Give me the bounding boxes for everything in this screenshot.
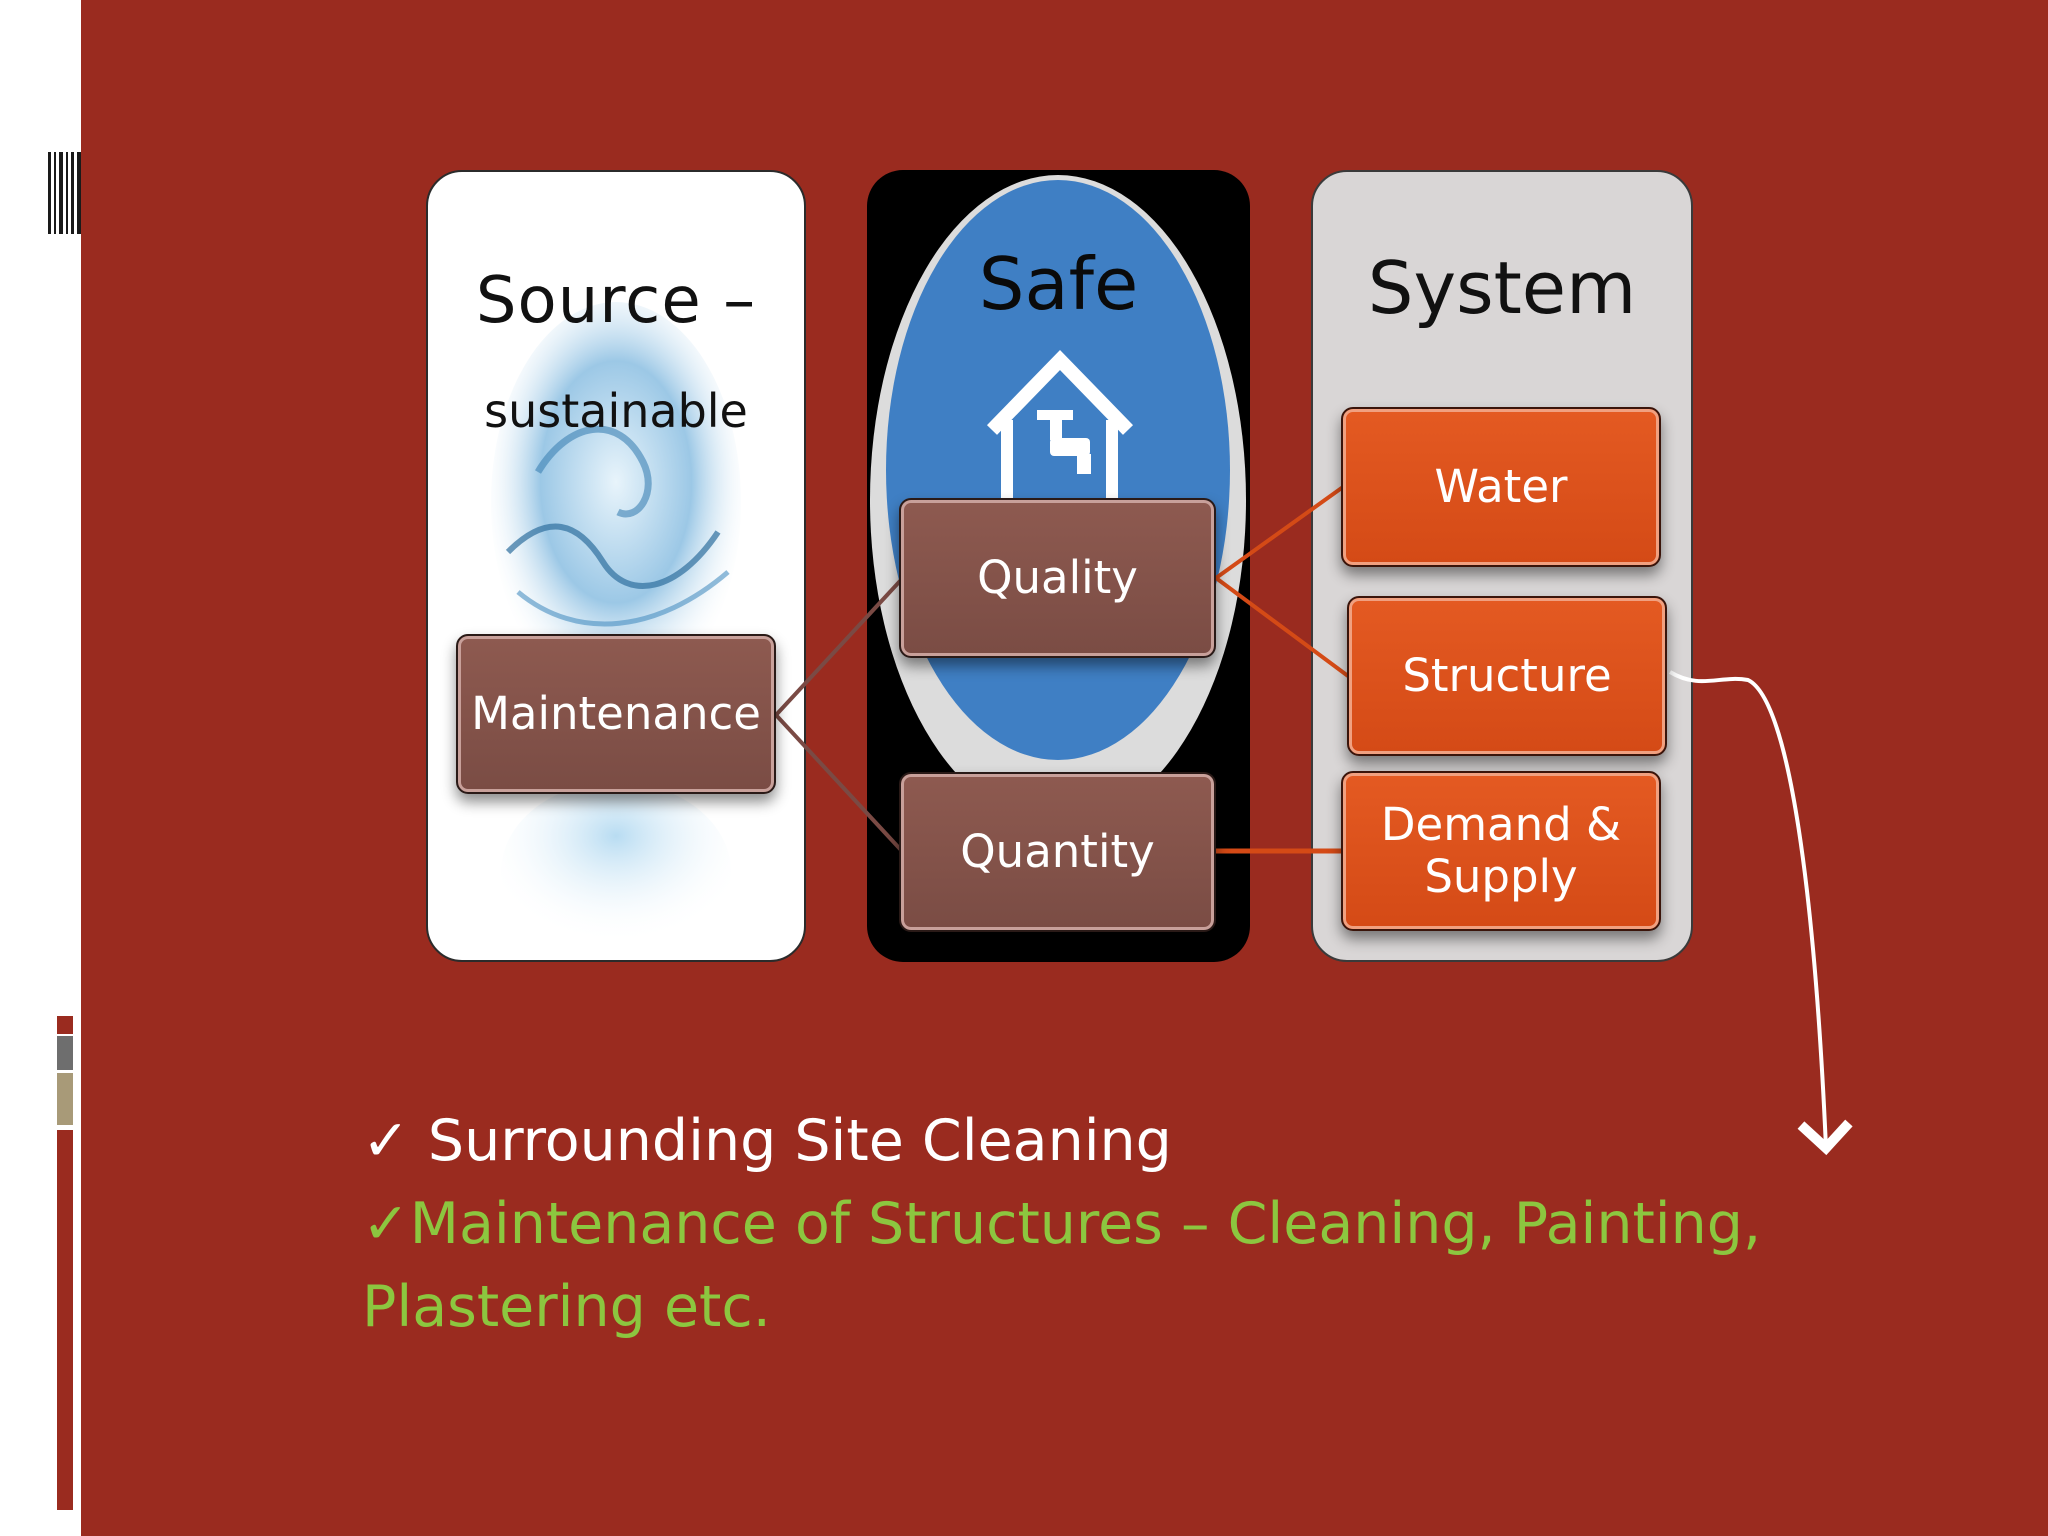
maintenance-node: Maintenance <box>456 634 776 794</box>
quantity-node: Quantity <box>899 772 1216 932</box>
check-icon: ✓ <box>362 1191 410 1257</box>
side-bar-gray <box>57 1036 73 1070</box>
side-bar-red-long <box>57 1130 73 1510</box>
source-panel: Source – sustainable <box>426 170 806 962</box>
water-splash-image <box>491 302 741 960</box>
quality-node: Quality <box>899 498 1216 658</box>
check-icon: ✓ <box>362 1108 410 1174</box>
structure-node: Structure <box>1347 596 1667 756</box>
left-decorative-strip <box>0 0 81 1536</box>
barcode-decoration <box>48 152 81 234</box>
side-bar-red-top <box>57 1016 73 1034</box>
bullet-list: ✓ Surrounding Site Cleaning ✓Maintenance… <box>362 1100 1862 1349</box>
system-title: System <box>1367 246 1637 330</box>
safe-title: Safe <box>978 242 1139 326</box>
water-node: Water <box>1341 407 1661 567</box>
bullet-item-maintenance-structures: ✓Maintenance of Structures – Cleaning, P… <box>362 1183 1862 1349</box>
source-title: Source – <box>475 264 757 338</box>
connector-quality-water <box>1214 485 1345 580</box>
connector-maintenance-quantity <box>774 713 903 852</box>
source-subtitle: sustainable <box>484 384 748 438</box>
bullet-text-maintenance-structures: Maintenance of Structures – Cleaning, Pa… <box>362 1191 1762 1340</box>
side-bar-tan <box>57 1073 73 1125</box>
connector-maintenance-quality <box>774 578 903 717</box>
bullet-item-site-cleaning: ✓ Surrounding Site Cleaning <box>362 1100 1862 1183</box>
bullet-text-site-cleaning: Surrounding Site Cleaning <box>409 1108 1172 1174</box>
connector-quality-structure <box>1214 576 1350 678</box>
arrow-structure-to-bullets <box>1668 670 1853 1156</box>
demand-supply-node: Demand & Supply <box>1341 771 1661 931</box>
